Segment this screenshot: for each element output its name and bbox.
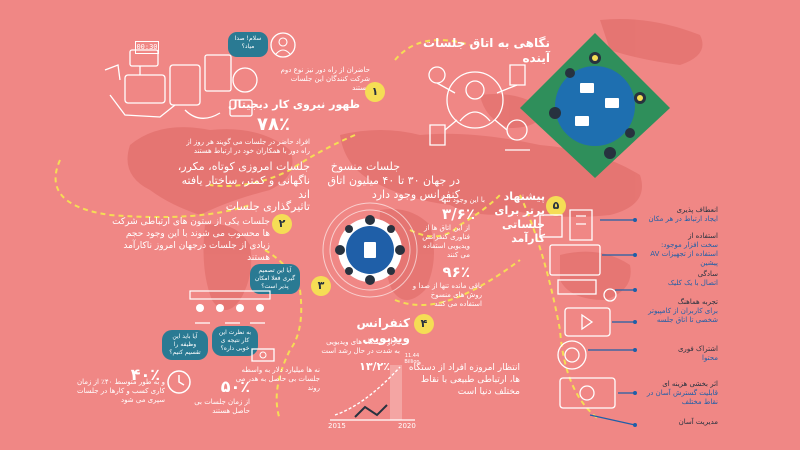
section-4-heading: کنفرانس ویدیویی [356, 316, 410, 345]
clock-icon [167, 370, 191, 394]
person-icon [270, 32, 296, 58]
modern-meetings-text: جلسات امروزی کوتاه، مکرر، ناگهانی و کمتر… [177, 160, 310, 201]
section-2-body: جلسات یکی از ستون های ارتباطی شرکت ها مح… [112, 217, 270, 263]
meeting-table-illustration [189, 290, 271, 324]
stat-a-label: با این وجود تنها [441, 196, 485, 204]
growth-chart [330, 365, 415, 421]
section-3-body: در جهان ۳۰ تا ۴۰ میلیون اتاق کنفرانس وجو… [327, 174, 460, 201]
year-start: 2015 [328, 422, 346, 430]
feature-item-4: تجربه هماهنگ برای کاربران از کامپیوتر شخ… [640, 298, 718, 325]
feature-item-3: سادگی اتصال با یک کلیک [640, 270, 718, 288]
feature-desc: سخت افزار موجود: استفاده از تجهیزات AV پ… [650, 241, 718, 267]
section-1-stat-text: افراد حاضر در جلسات می گویند هر روز از ر… [186, 138, 310, 155]
feature-desc: ایجاد ارتباط در هر مکان [648, 215, 719, 223]
feature-title: اثر بخشی هزینه ای [662, 380, 718, 388]
section-1-heading: ظهور نیروی کار دیجیتال [228, 98, 360, 111]
page-title: نگاهی به اتاق جلسات آینده [423, 36, 550, 65]
feature-desc: اتصال با یک کلیک [667, 279, 718, 287]
timer-display: 00:30 [135, 41, 159, 54]
stat-b-text: باقی مانده تنها از صدا و روش های منسوخ ا… [412, 282, 482, 308]
question-bubble-2: آیا باید این وظیفه را تقسیم کنیم؟ [162, 330, 208, 360]
section-1-badge: ۱ [365, 82, 385, 102]
section-3-badge: ۳ [311, 276, 331, 296]
growth-value: ۱۳/۲٪ [359, 360, 390, 373]
feature-title: مدیریت آسان [678, 418, 718, 426]
waste-stat: ۵۰٪ [220, 377, 250, 396]
cluttered-devices-illustration [104, 49, 258, 119]
section-5-heading: پیشنهاد برتر برای جلساتی کارآمد [494, 190, 545, 245]
money-text: نه ها میلیارد دلار به واسطه جلسات بی حاص… [235, 366, 320, 392]
feature-item-5: اشتراک فوری محتوا [640, 345, 718, 363]
feature-desc: محتوا [702, 354, 718, 362]
stat-a-text: از این اتاق ها از فناوری کنفرانس ویدیویی… [422, 224, 470, 259]
future-meeting-room-illustration [520, 33, 670, 178]
section-3-heading: جلسات منسوخ [330, 160, 400, 173]
section-5-badge: ۵ [546, 196, 566, 216]
digital-worker-illustration [428, 64, 530, 151]
feature-title: تجربه هماهنگ [677, 298, 718, 306]
expectation-text: انتظار امروزه افراد از دستگاه ها، ارتباط… [408, 363, 520, 397]
stat-b-value: ۹۶٪ [442, 263, 470, 281]
year-end: 2020 [398, 422, 416, 430]
question-bubble-3: به نظرت این کار نتیجه ی خوبی داره؟ [212, 326, 258, 356]
feature-item-7: مدیریت آسان [640, 418, 718, 427]
feature-desc: قابلیت گسترش آسان در نقاط مختلف [646, 389, 718, 406]
greeting-bubble: سلام! صدا میاد؟ [228, 32, 268, 57]
chart-note: بازار دستگاه های ویدیویی به شدت در حال ر… [321, 338, 400, 355]
section-5-icons [539, 209, 637, 427]
feature-title: اشتراک فوری [677, 345, 718, 353]
feature-item-1: انعطاف پذیری ایجاد ارتباط در هر مکان [640, 206, 719, 224]
feature-item-6: اثر بخشی هزینه ای قابلیت گسترش آسان در ن… [640, 380, 718, 407]
section-2-heading: تاثیرگذاری جلسات [225, 200, 310, 213]
section-4-badge: ۴ [414, 314, 434, 334]
feature-desc: برای کاربران از کامپیوتر شخصی تا اتاق جل… [648, 307, 718, 324]
hours-stat: ۴۰٪ [130, 365, 160, 384]
section-2-badge: ۲ [272, 214, 292, 234]
section-1-stat: ۷۸٪ [257, 114, 290, 135]
stat-a-value: ۳/۶٪ [442, 205, 475, 223]
hours-stat-text: و به طور متوسط ۴۰٪ از زمان کاری کسب و کا… [76, 378, 165, 404]
feature-item-2: استفاده از سخت افزار موجود: استفاده از ت… [640, 232, 718, 268]
remote-participants-text: حاضران از راه دور نیز نوع دوم شرکت کنندگ… [280, 66, 370, 92]
feature-title: انعطاف پذیری [676, 206, 718, 214]
bar-label: 11.44 Billion [404, 353, 420, 365]
conference-room-topview [322, 202, 418, 298]
money-icon [251, 348, 275, 362]
feature-title: سادگی [697, 270, 718, 278]
feature-title: استفاده از [688, 232, 718, 240]
waste-stat-text: از زمان جلسات بی حاصل هستند [194, 398, 250, 415]
question-bubble-1: آیا این تصمیم گیری فعلا امکان پذیر است؟ [250, 264, 300, 294]
